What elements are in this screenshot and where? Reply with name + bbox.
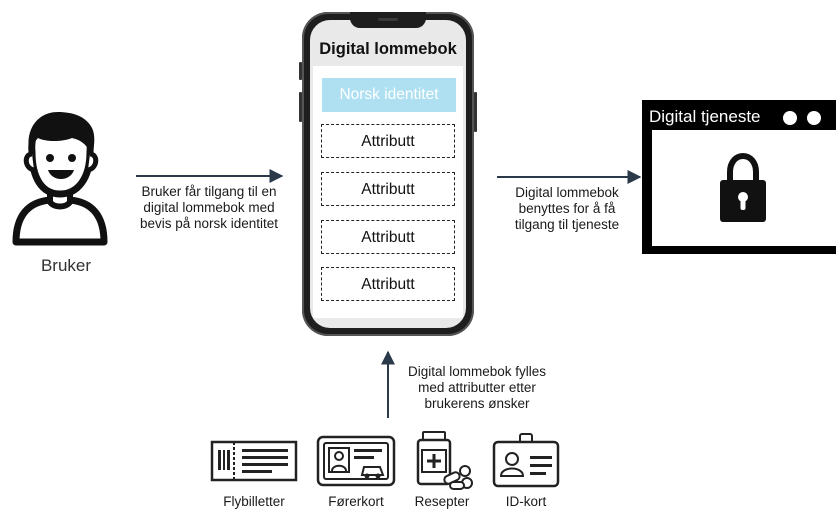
phone-side-button xyxy=(474,92,477,132)
phone-side-button xyxy=(299,62,302,80)
plane-ticket-icon xyxy=(210,440,298,482)
source-label: Flybilletter xyxy=(223,494,285,509)
caption-user-to-wallet: Bruker får tilgang til en digital lommeb… xyxy=(139,184,279,231)
attribute-box: Attributt xyxy=(321,220,455,254)
id-card-icon xyxy=(492,433,560,488)
user-label: Bruker xyxy=(40,256,92,275)
caption-sources-to-wallet: Digital lommebok fylles med attributter … xyxy=(407,364,547,411)
attribute-box: Attributt xyxy=(321,172,455,206)
lock-icon xyxy=(720,152,766,222)
window-dot-icon xyxy=(807,111,821,125)
user-avatar-icon xyxy=(12,112,108,246)
attribute-box: Attributt xyxy=(321,267,455,301)
caption-wallet-to-service: Digital lommebok benyttes for å få tilga… xyxy=(514,185,620,232)
drivers-license-icon xyxy=(316,435,396,487)
source-label: ID-kort xyxy=(505,494,547,509)
window-dot-icon xyxy=(783,111,797,125)
attribute-box: Attributt xyxy=(321,124,455,158)
service-window xyxy=(642,100,836,254)
prescription-icon xyxy=(416,431,473,490)
phone-notch xyxy=(350,12,426,28)
identity-box: Norsk identitet xyxy=(322,78,456,112)
wallet-title: Digital lommebok xyxy=(319,40,457,58)
source-label: Førerkort xyxy=(328,494,384,509)
service-title: Digital tjeneste xyxy=(649,107,761,126)
phone-side-button xyxy=(299,92,302,122)
source-label: Resepter xyxy=(414,494,470,509)
